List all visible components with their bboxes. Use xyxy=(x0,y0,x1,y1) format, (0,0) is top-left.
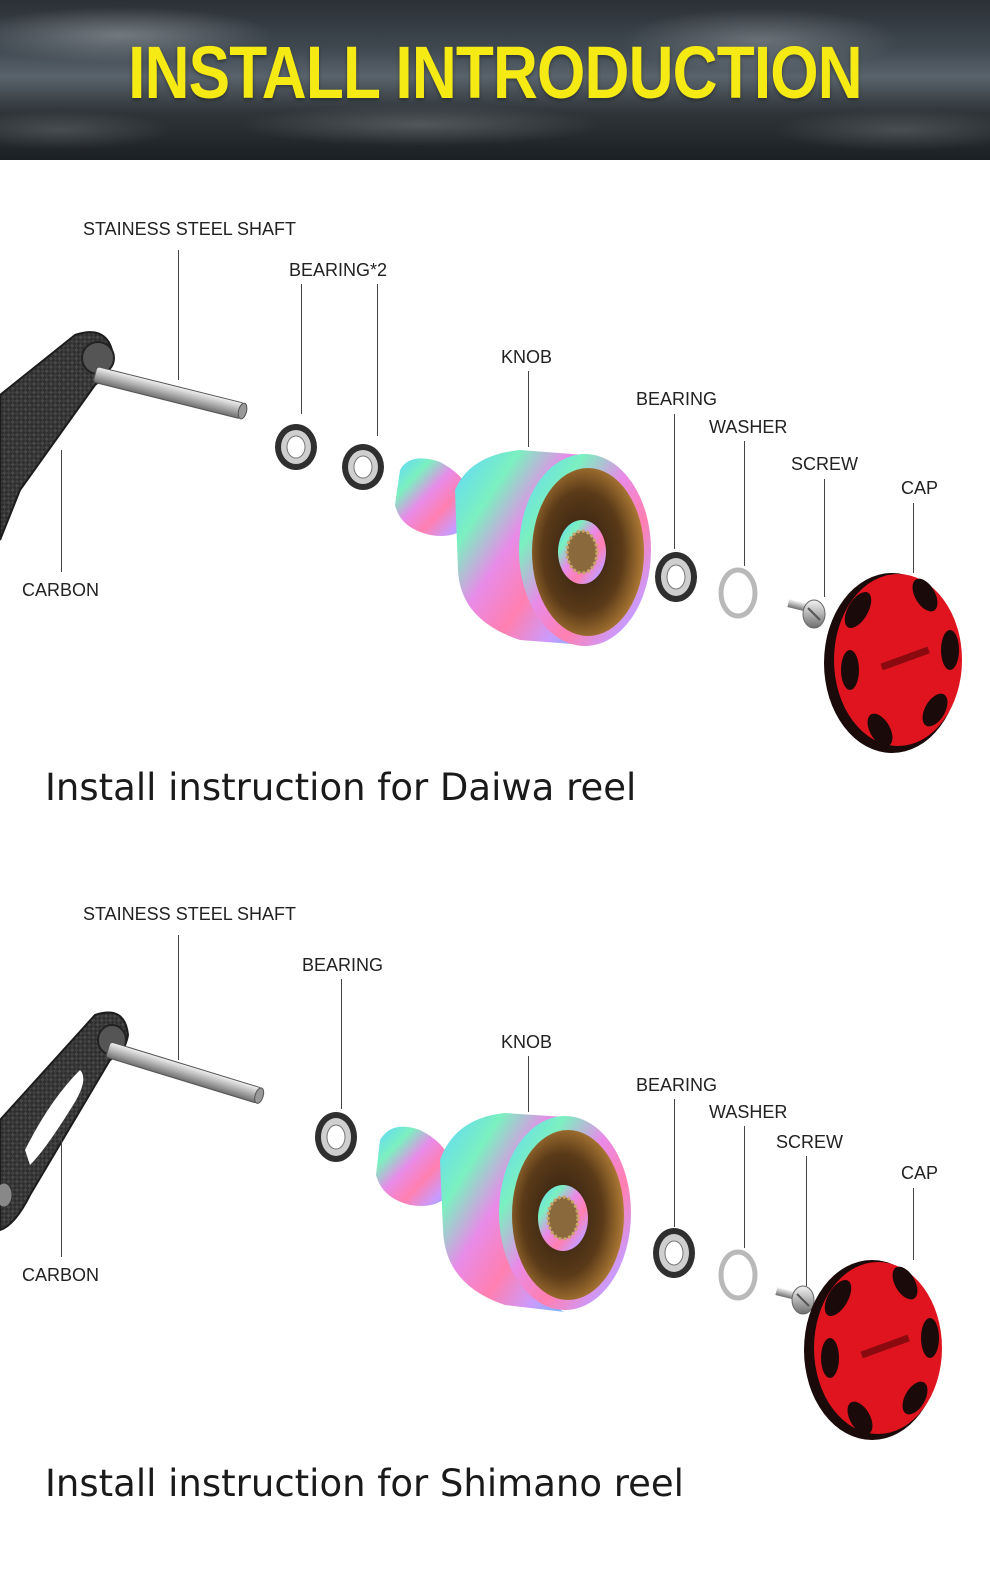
leader-line xyxy=(341,979,342,1109)
shimano-caption: Install instruction for Shimano reel xyxy=(45,1462,684,1505)
leader-line xyxy=(301,284,302,414)
leader-line xyxy=(178,250,179,380)
red-cap xyxy=(804,1260,942,1440)
label-washer: WASHER xyxy=(709,417,787,438)
label-shaft: STAINESS STEEL SHAFT xyxy=(83,219,296,240)
leader-line xyxy=(377,284,378,436)
label-bearing: BEARING xyxy=(636,1075,717,1096)
leader-line xyxy=(61,1135,62,1257)
washer xyxy=(721,570,755,616)
label-carbon: CARBON xyxy=(22,1265,99,1286)
leader-line xyxy=(744,1126,745,1248)
leader-line xyxy=(806,1156,807,1286)
red-cap xyxy=(824,573,962,753)
leader-line xyxy=(674,414,675,549)
label-carbon: CARBON xyxy=(22,580,99,601)
leader-line xyxy=(178,935,179,1060)
leader-line xyxy=(528,1056,529,1112)
steel-shaft xyxy=(106,1042,266,1105)
label-bearing-top: BEARING xyxy=(302,955,383,976)
leader-line xyxy=(913,1188,914,1260)
bearing xyxy=(275,424,317,470)
bearing xyxy=(342,444,384,490)
leader-line xyxy=(824,479,825,597)
label-cap: CAP xyxy=(901,478,938,499)
label-knob: KNOB xyxy=(501,347,552,368)
carbon-arm xyxy=(0,1013,128,1231)
leader-line xyxy=(61,450,62,572)
label-knob: KNOB xyxy=(501,1032,552,1053)
daiwa-exploded-diagram xyxy=(0,300,990,770)
rainbow-knob xyxy=(376,1113,631,1312)
label-washer: WASHER xyxy=(709,1102,787,1123)
shimano-exploded-diagram xyxy=(0,990,990,1450)
label-screw: SCREW xyxy=(776,1132,843,1153)
washer xyxy=(721,1252,755,1298)
bearing xyxy=(655,552,697,602)
daiwa-caption: Install instruction for Daiwa reel xyxy=(45,766,636,809)
bearing xyxy=(315,1112,357,1162)
steel-shaft xyxy=(93,367,248,420)
screw xyxy=(775,1286,814,1314)
carbon-arm xyxy=(0,332,114,540)
label-cap: CAP xyxy=(901,1163,938,1184)
leader-line xyxy=(674,1099,675,1227)
bearing xyxy=(653,1228,695,1278)
screw xyxy=(787,599,825,628)
leader-line xyxy=(744,441,745,566)
leader-line xyxy=(913,503,914,573)
label-screw: SCREW xyxy=(791,454,858,475)
rainbow-knob xyxy=(395,450,651,646)
label-shaft: STAINESS STEEL SHAFT xyxy=(83,904,296,925)
label-bearing-pair: BEARING*2 xyxy=(289,260,387,281)
header-banner: INSTALL INTRODUCTION xyxy=(0,0,990,160)
banner-title: INSTALL INTRODUCTION xyxy=(79,30,911,115)
label-bearing: BEARING xyxy=(636,389,717,410)
leader-line xyxy=(528,371,529,447)
